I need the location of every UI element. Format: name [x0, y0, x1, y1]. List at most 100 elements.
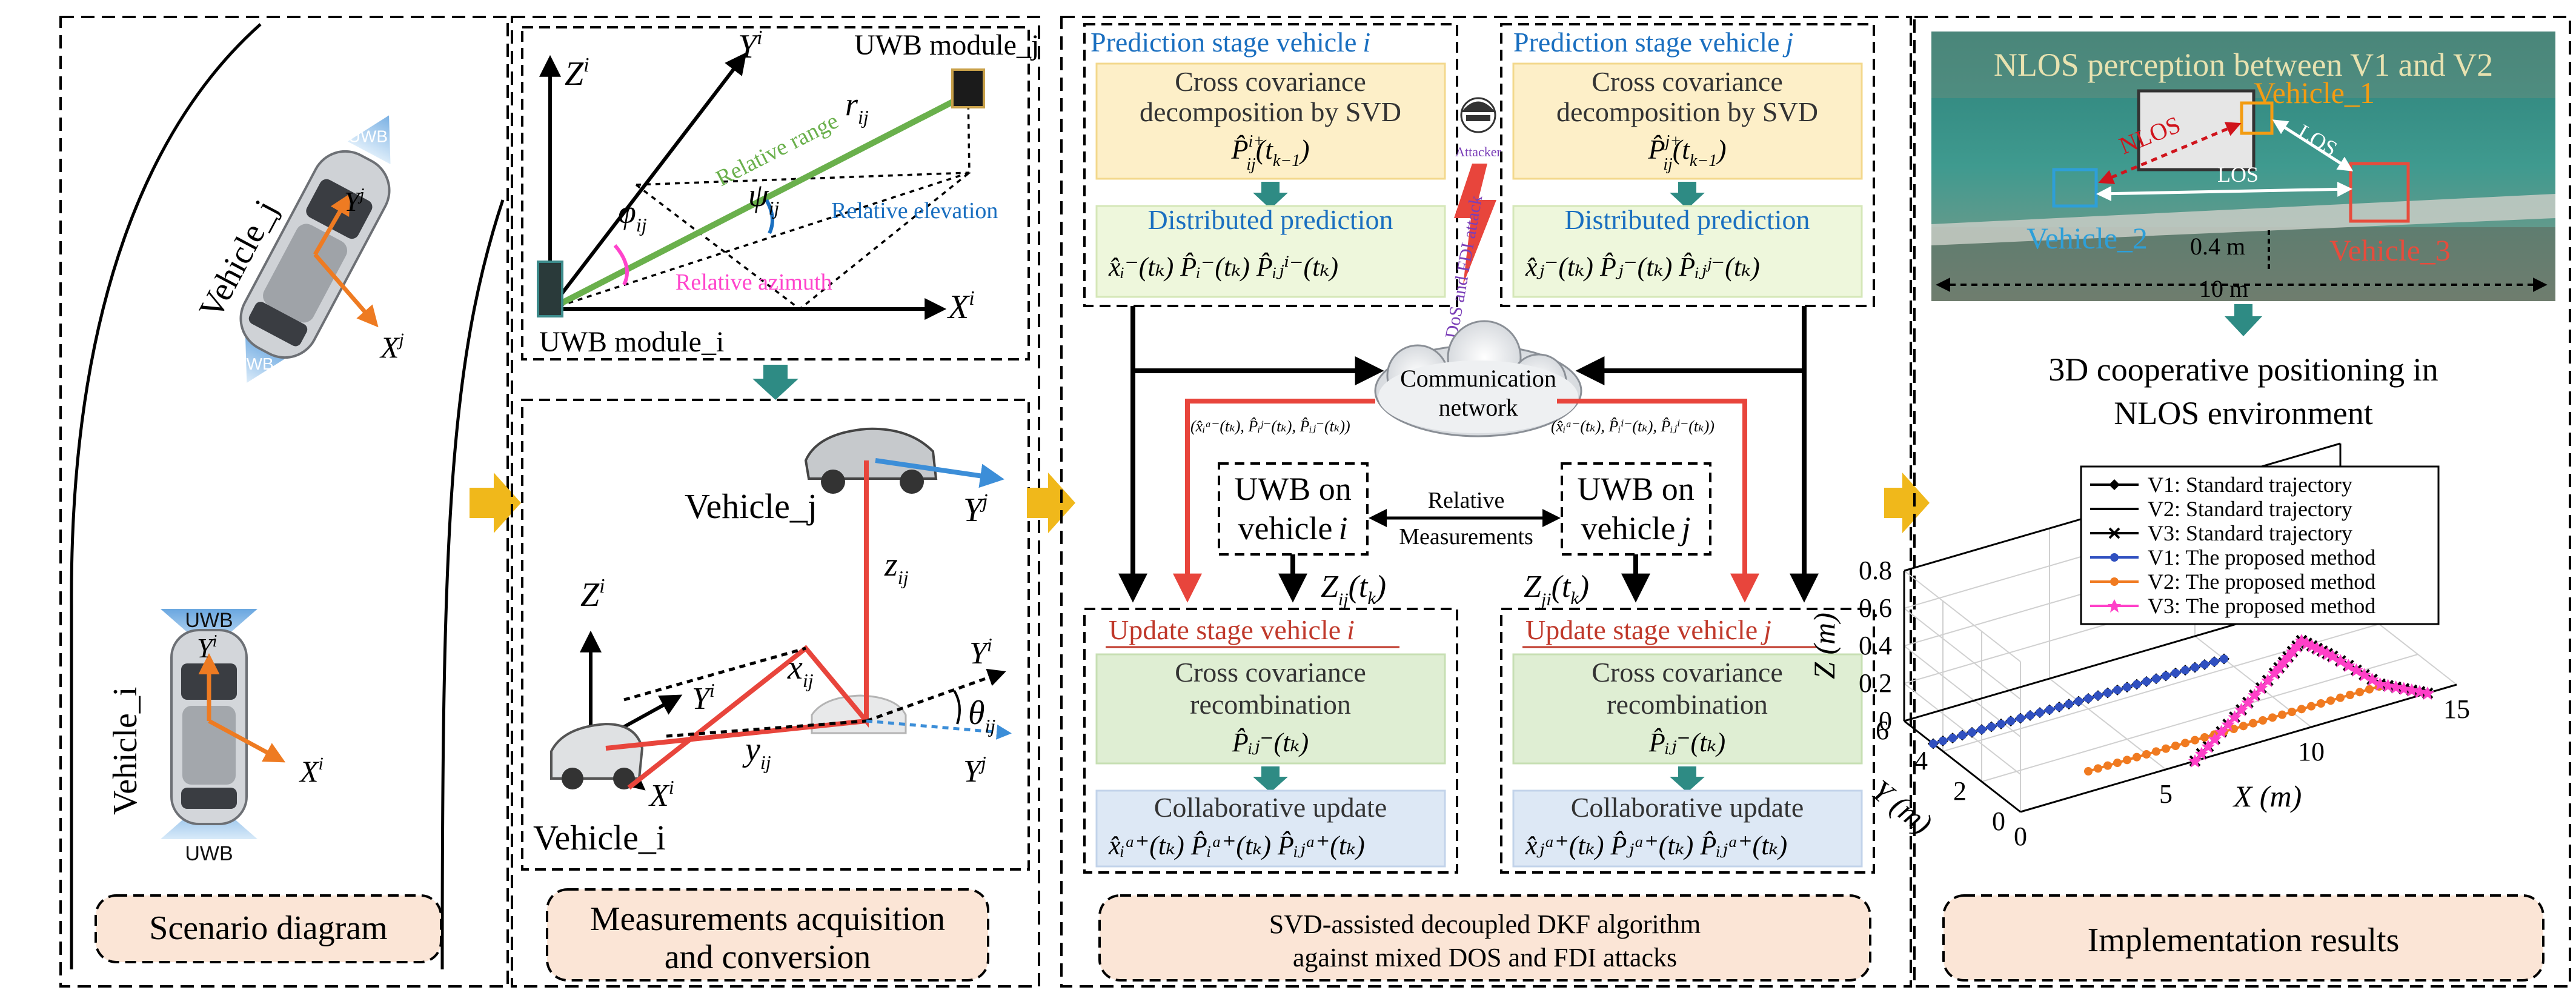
trajectory-marker: [2200, 660, 2209, 669]
dkf-caption-box: [1098, 894, 1871, 982]
x-ij-label: xij: [787, 649, 814, 691]
y-axis-label: Y (m): [1865, 773, 1939, 841]
attacker-icon: Attacker: [1455, 97, 1502, 159]
pred-j-equations: x̂ⱼ⁻(tₖ) P̂ⱼ⁻(tₖ) P̂ᵢⱼʲ⁻(tₖ): [1525, 252, 1760, 282]
trajectory-marker: [2389, 680, 2403, 694]
photo-vehicle-3: Vehicle_3: [2329, 233, 2451, 267]
z-tick-label: 0.8: [1859, 556, 1892, 585]
update-stage-i-box: [1083, 608, 1458, 874]
trajectory-marker: [2094, 764, 2102, 773]
trajectory-marker: [2036, 708, 2044, 717]
trajectory-marker: [2123, 756, 2131, 765]
uwb-module-i-device: [537, 261, 563, 317]
pred-i-equations: x̂ᵢ⁻(tₖ) P̂ᵢ⁻(tₖ) P̂ᵢⱼⁱ⁻(tₖ): [1108, 252, 1338, 282]
y-tick-label: 0: [1992, 806, 2005, 836]
trajectory-marker: [2194, 746, 2208, 760]
photo-title: NLOS perception between V1 and V2: [1994, 47, 2493, 83]
trajectory-marker: [2103, 688, 2112, 697]
msg-to-update-j: [1557, 399, 1759, 603]
x-axis-label: X (m): [2232, 779, 2302, 813]
legend-entry: V1: Standard trajectory: [2148, 473, 2352, 497]
trajectory-marker: [2220, 654, 2228, 663]
trajectory-marker: [2181, 666, 2189, 675]
trajectory-marker: [2191, 736, 2199, 745]
trajectory-marker: [2016, 714, 2025, 723]
xi-label: Xi: [947, 287, 975, 326]
measurements-caption-box: [546, 888, 989, 982]
cross-cov-i-line1: Cross covariance: [1175, 66, 1366, 97]
trajectory-marker: [2229, 725, 2238, 733]
yj-label-p2b: Yj: [963, 752, 986, 789]
trajectory-marker: [2317, 699, 2325, 708]
z-tick-label: 0.4: [1859, 631, 1892, 660]
trajectory-marker: [2268, 713, 2277, 722]
trajectory-marker: [1968, 728, 1976, 737]
legend-entry: V2: Standard trajectory: [2148, 497, 2352, 521]
trajectory-marker: [2261, 674, 2275, 688]
trajectory-marker: [1958, 731, 1967, 740]
trajectory-marker: [2200, 733, 2209, 742]
attack-bolt: [1454, 164, 1496, 285]
trajectory-marker: [1987, 722, 1996, 731]
trajectory-marker: [1977, 725, 1986, 734]
trajectory-marker: [2297, 705, 2306, 714]
trajectory-marker: [2249, 719, 2257, 728]
trajectory-marker: [2108, 527, 2120, 539]
photo-vehicle-1: Vehicle_1: [2254, 76, 2375, 110]
photo-vehicle-2: Vehicle_2: [2027, 221, 2148, 255]
trajectory-marker: [2248, 688, 2262, 702]
collaborative-update-j: [1512, 789, 1863, 868]
vehicle-j-label-p2: Vehicle_j: [685, 487, 817, 526]
trajectory-marker: [2188, 754, 2202, 768]
plot-grid-line: [1904, 683, 2021, 775]
plot-grid-line: [1981, 654, 2418, 782]
trajectory-marker: [2405, 683, 2418, 697]
vehicle-j-x-label: Xj: [379, 330, 404, 364]
trajectory-marker: [2259, 716, 2267, 725]
collab-i-equations: x̂ᵢᵃ⁺(tₖ) P̂ᵢᵃ⁺(tₖ) P̂ᵢⱼᵃ⁺(tₖ): [1108, 831, 1365, 860]
vehicle-i-y-label: Yi: [197, 632, 217, 663]
z-axis-label: Z (m): [1807, 613, 1841, 679]
comm-label-line1: Communication: [1400, 365, 1556, 392]
flow-arrow-1: [470, 473, 521, 533]
plot-axis-line: [2020, 683, 2457, 813]
scenario-caption-box: [95, 894, 442, 963]
recomb-j-line2: recombination: [1607, 689, 1768, 720]
flow-arrow-3: [1884, 473, 1930, 533]
vehicle-j-side: [804, 427, 938, 494]
recomb-i-line1: Cross covariance: [1175, 657, 1366, 688]
results-caption: Implementation results: [2088, 922, 2400, 959]
recomb-j-eq: P̂ᵢⱼ⁻(tₖ): [1648, 728, 1725, 757]
communication-network: Communication network: [1374, 320, 1582, 437]
panel-measurements: Zi Yi Xi UWB module_j UWB module_i φij ψ…: [511, 16, 1040, 988]
trajectory-marker: [2045, 705, 2054, 714]
collaborative-update-i: [1095, 789, 1446, 868]
trajectory-marker: [2254, 681, 2268, 695]
plot-grid-line: [1904, 570, 2021, 662]
vehicle-i-car: [161, 609, 257, 839]
nlos-photo: NLOS perception between V1 and V2 Vehicl…: [1931, 32, 2555, 302]
relative-azimuth-label: Relative azimuth: [676, 270, 832, 295]
relative-elevation-label: Relative elevation: [831, 198, 998, 224]
trajectory-marker: [2201, 739, 2215, 753]
road-boundary-right: [440, 199, 505, 970]
trajectory-marker: [2162, 744, 2170, 753]
recombination-j: [1512, 653, 1863, 765]
cross-cov-j-line1: Cross covariance: [1592, 66, 1783, 97]
prediction-stage-j-box: [1500, 23, 1875, 307]
legend-entry: V1: The proposed method: [2148, 545, 2375, 570]
recomb-i-line2: recombination: [1190, 689, 1351, 720]
trajectory-marker: [1929, 739, 1937, 748]
legend-entry: V2: The proposed method: [2148, 570, 2375, 594]
trajectory-marker: [2290, 639, 2304, 653]
relative-label: Relative: [1428, 488, 1505, 513]
p-ij-i-tk-1: P̂i+ij(tk−1): [1230, 132, 1309, 174]
trajectory-marker: [2241, 696, 2255, 709]
uwb-label-top-i: UWB: [185, 609, 233, 632]
x-tick-label: 10: [2298, 737, 2325, 766]
theta-label: θij: [968, 694, 995, 737]
phi-label: φij: [618, 194, 647, 236]
